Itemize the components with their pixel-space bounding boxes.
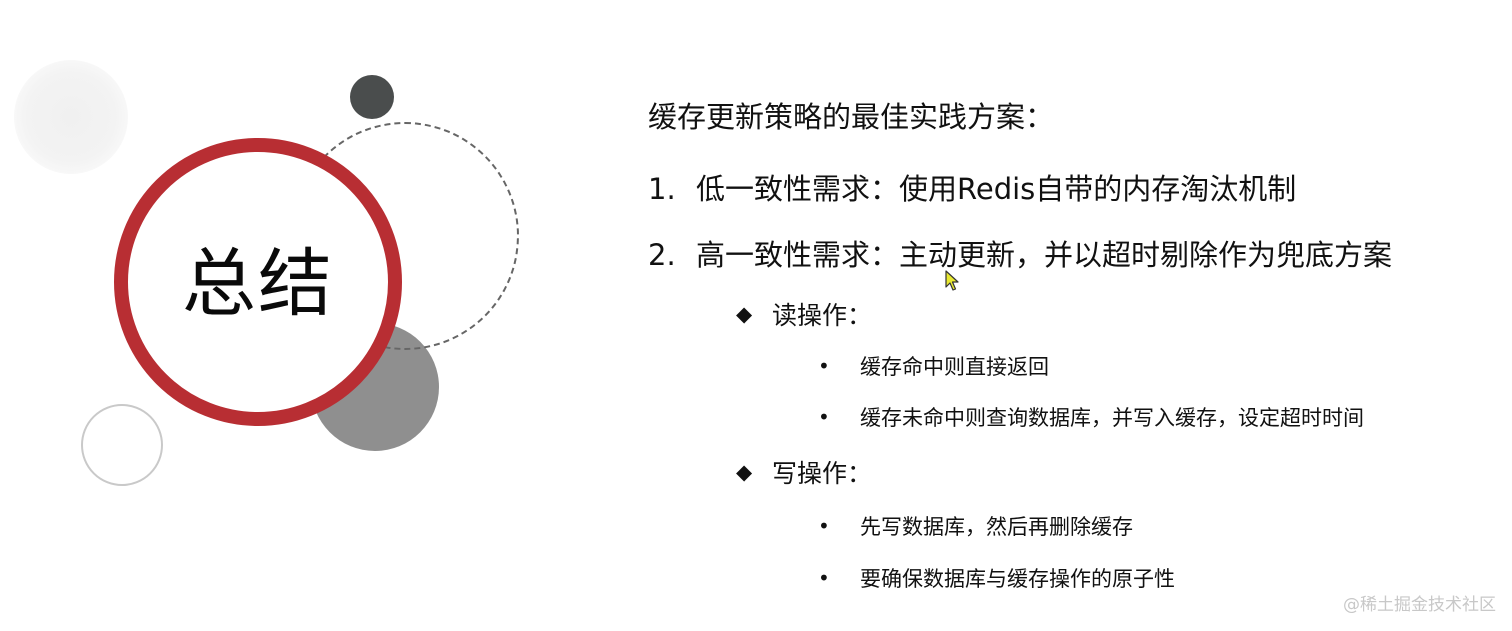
decorative-blurred-circle [14,60,128,174]
list-item: • 先写数据库，然后再删除缓存 [818,511,1133,541]
list-item-text: 缓存命中则直接返回 [860,355,1049,379]
list-item-text: 要确保数据库与缓存操作的原子性 [860,567,1175,591]
watermark: @稀土掘金技术社区 [1343,595,1496,615]
bullet-dot-icon: • [818,405,830,429]
diamond-bullet-icon: ◆ [736,302,753,326]
point-low-consistency: 1. 低一致性需求：使用Redis自带的内存淘汰机制 [648,166,1296,208]
point-high-consistency: 2. 高一致性需求：主动更新，并以超时剔除作为兜底方案 [648,232,1392,274]
bullet-dot-icon: • [818,566,830,590]
read-operation-label: 读操作： [772,301,873,330]
slide-title: 总结 [182,240,334,327]
title-ring: 总结 [114,138,402,426]
section-heading: 缓存更新策略的最佳实践方案： [648,100,1055,134]
point-number: 2. [648,238,676,272]
decorative-dark-circle [350,75,394,119]
write-operation-heading: ◆ 写操作： [736,454,872,490]
point-text: 高一致性需求：主动更新，并以超时剔除作为兜底方案 [696,238,1393,272]
point-text: 低一致性需求：使用Redis自带的内存淘汰机制 [696,172,1297,206]
point-number: 1. [648,172,676,206]
mouse-pointer-icon [945,270,959,291]
bullet-dot-icon: • [818,514,830,538]
write-operation-label: 写操作： [772,459,873,488]
list-item: • 缓存未命中则查询数据库，并写入缓存，设定超时时间 [818,402,1364,432]
list-item-text: 缓存未命中则查询数据库，并写入缓存，设定超时时间 [860,406,1364,430]
list-item-text: 先写数据库，然后再删除缓存 [860,515,1133,539]
list-item: • 要确保数据库与缓存操作的原子性 [818,563,1175,593]
read-operation-heading: ◆ 读操作： [736,296,872,332]
diamond-bullet-icon: ◆ [736,460,753,484]
list-item: • 缓存命中则直接返回 [818,351,1049,381]
decorative-outline-circle [81,404,163,486]
bullet-dot-icon: • [818,354,830,378]
